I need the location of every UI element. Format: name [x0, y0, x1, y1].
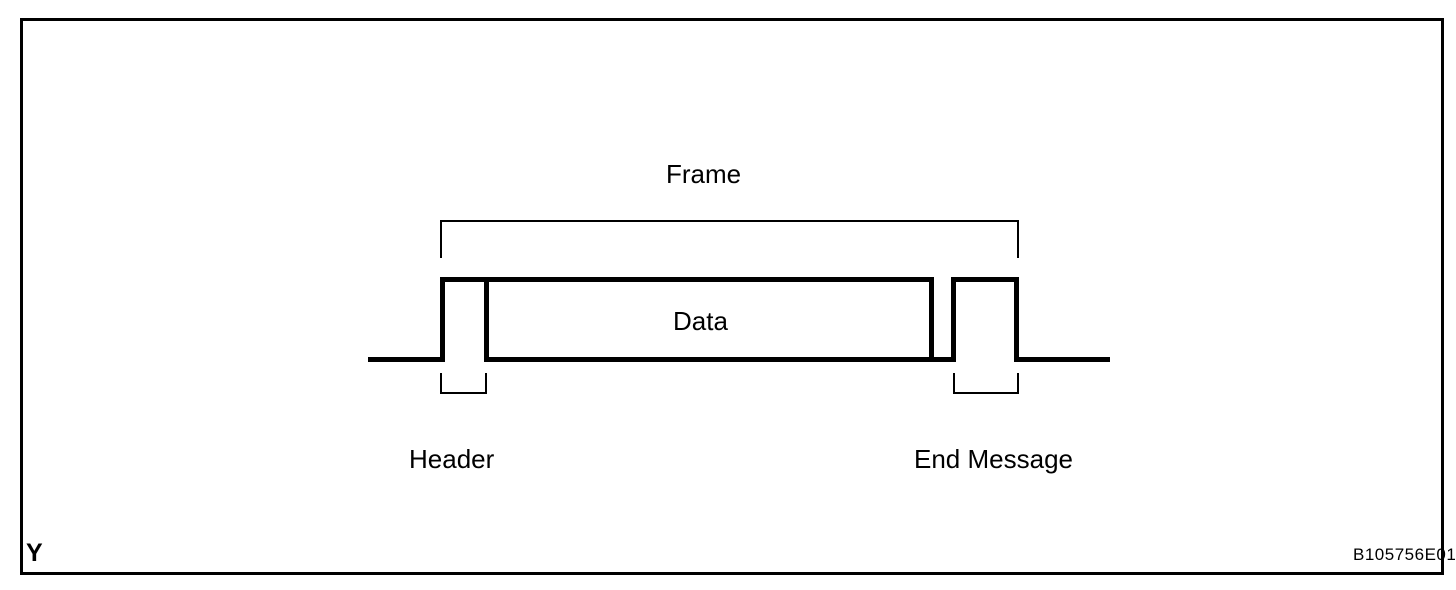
waveform-baseline-left — [368, 357, 445, 362]
waveform-endmessage-rise — [951, 277, 956, 362]
waveform-data-right-edge — [929, 277, 934, 362]
endmessage-bracket-left-tick — [953, 373, 955, 394]
frame-bracket-left-tick — [440, 220, 442, 258]
endmessage-bracket-horizontal — [953, 392, 1019, 394]
frame-bracket-right-tick — [1017, 220, 1019, 258]
waveform-endmessage-fall — [1014, 277, 1019, 362]
header-label: Header — [409, 444, 495, 474]
waveform-header-data-divider — [484, 277, 489, 362]
frame-label: Frame — [666, 159, 742, 189]
header-bracket-left-tick — [440, 373, 442, 394]
diagram-border — [20, 18, 1444, 575]
waveform-top-line-endmessage — [951, 277, 1019, 282]
endmessage-bracket-right-tick — [1017, 373, 1019, 394]
waveform-baseline-right — [1014, 357, 1110, 362]
frame-bracket-horizontal — [440, 220, 1019, 222]
waveform-header-rise — [440, 277, 445, 362]
header-bracket-horizontal — [440, 392, 487, 394]
data-label: Data — [673, 306, 728, 336]
end-message-label: End Message — [914, 444, 1073, 474]
waveform-top-line-main — [440, 277, 934, 282]
waveform-data-bottom-line — [484, 357, 956, 362]
corner-mark-y: Y — [26, 539, 43, 567]
figure-code: B105756E01 — [1353, 545, 1456, 564]
header-bracket-right-tick — [485, 373, 487, 394]
